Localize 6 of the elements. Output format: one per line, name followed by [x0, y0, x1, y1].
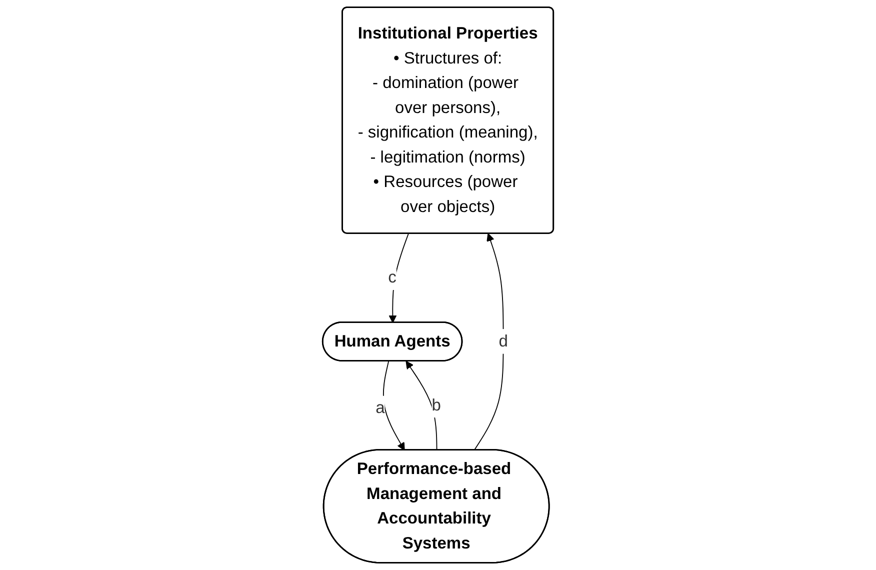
- arrow: [382, 360, 405, 451]
- edge-label: c: [388, 268, 396, 286]
- edge-label: d: [498, 332, 508, 350]
- arrow: [474, 233, 504, 451]
- edge-label: b: [432, 396, 441, 414]
- edge-label: a: [376, 398, 385, 417]
